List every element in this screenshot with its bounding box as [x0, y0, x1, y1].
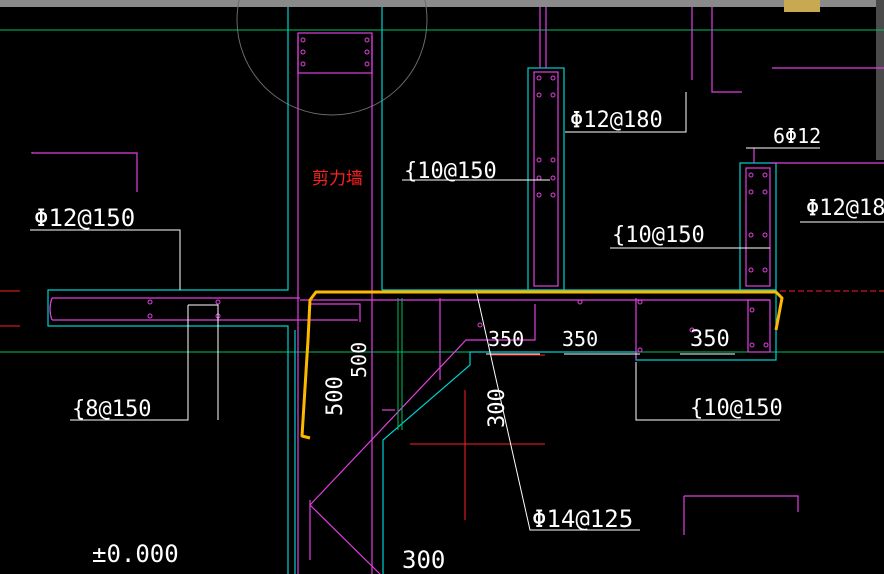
- top-bar: [0, 0, 884, 7]
- dim-350-a: 350: [488, 327, 524, 351]
- label-phi14-125: Φ14@125: [532, 505, 633, 533]
- label-shear-wall: 剪力墙: [312, 169, 363, 189]
- rebar-lines: [31, 7, 884, 574]
- reference-circle: [236, 0, 428, 116]
- leader-lines: [30, 92, 884, 531]
- dim-350-b: 350: [562, 327, 598, 351]
- dim-300-b: 300: [402, 546, 445, 574]
- label-s10-150-c: {10@150: [690, 396, 783, 421]
- dim-500-b: 500: [323, 376, 348, 416]
- rebar-dots: [147, 37, 769, 353]
- label-elevation: ±0.000: [92, 540, 179, 568]
- label-phi12-150: Φ12@150: [34, 204, 135, 232]
- label-s8-150: {8@150: [72, 397, 151, 422]
- label-phi12-18: Φ12@18: [806, 196, 884, 221]
- dim-300-a: 300: [485, 388, 510, 428]
- label-s10-150-a: {10@150: [404, 159, 497, 184]
- highlight-outline[interactable]: [300, 290, 784, 440]
- right-panel-edge: [876, 0, 884, 160]
- label-s10-150-b: {10@150: [612, 223, 705, 248]
- dim-500-a: 500: [347, 342, 371, 378]
- label-phi12-180: Φ12@180: [570, 108, 663, 133]
- label-6phi12: 6Φ12: [773, 124, 821, 148]
- corner-swatch: [784, 0, 820, 12]
- dim-350-c: 350: [690, 327, 730, 352]
